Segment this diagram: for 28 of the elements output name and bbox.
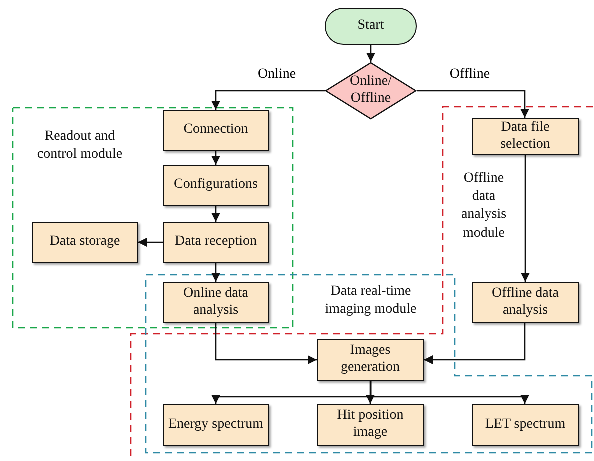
arrow (417, 90, 530, 118)
decision-diamond: Online/ Offline (325, 62, 417, 120)
arrow (521, 155, 530, 282)
arrow (212, 90, 325, 110)
process-box: Data storage (32, 222, 138, 263)
process-box: Data file selection (472, 118, 579, 155)
process-box: Online data analysis (163, 282, 269, 323)
start-terminal: Start (325, 8, 417, 45)
module-label: Data real-time imaging module (324, 283, 418, 320)
process-box: Configurations (163, 165, 269, 206)
module-label: Readout and control module (36, 128, 124, 164)
process-box: Offline data analysis (472, 282, 579, 323)
arrow (212, 151, 220, 165)
arrow (366, 381, 375, 404)
process-box: Connection (163, 110, 269, 151)
arrow (215, 323, 317, 364)
arrow (424, 323, 526, 364)
arrow (366, 45, 376, 62)
module-label: Offline data analysis module (460, 170, 508, 243)
process-box: Data reception (163, 222, 269, 263)
process-box: Energy spectrum (163, 404, 269, 446)
process-box: Hit position image (317, 404, 424, 446)
process-box: Images generation (317, 339, 424, 381)
arrow (212, 206, 220, 222)
arrow (212, 263, 220, 282)
arrow (138, 238, 163, 247)
arrow (370, 381, 530, 404)
process-box: LET spectrum (472, 404, 579, 446)
